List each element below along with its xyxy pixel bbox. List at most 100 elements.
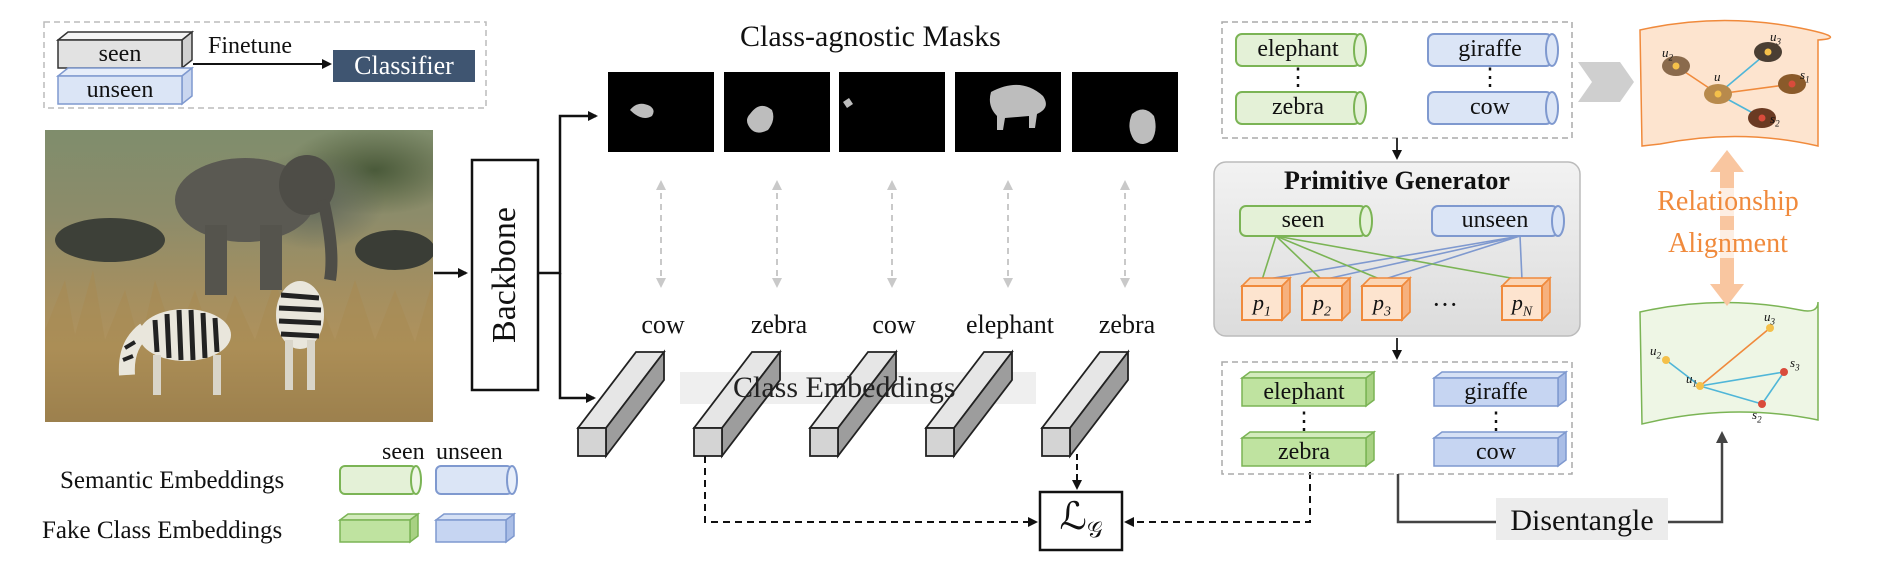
mask-object-4: [989, 84, 1046, 130]
bottom-graph-label-3-letter: u: [1764, 309, 1771, 324]
primitive-symbol-3: p: [1373, 290, 1384, 315]
photo-buffalo-right: [355, 230, 433, 270]
pg-unseen-cylinder: [1431, 205, 1565, 237]
mask-2: [724, 72, 830, 152]
emb-fake-unseen-2: [1431, 430, 1569, 468]
primitive-generator: [1239, 205, 1565, 322]
pg-unseen-link-4: [1519, 235, 1523, 281]
bottom-graph-edge-2: [1699, 327, 1771, 387]
class-embedding-bar-3: [808, 349, 898, 459]
emb-top-seen-2-cap: [1353, 91, 1367, 125]
bar-front-face-1: [577, 427, 607, 457]
primitive-subscript-4: N: [1522, 304, 1533, 320]
primitive-1: [1240, 276, 1292, 322]
emb-fake-seen-1-top: [1239, 371, 1377, 379]
emb-top-unseen-2: [1427, 91, 1559, 125]
primitive-front-2: [1301, 285, 1343, 321]
primitive-subscript-2: 2: [1324, 304, 1331, 320]
top-graph-label-1: u2: [1662, 46, 1673, 63]
mask-object-5: [1129, 109, 1156, 144]
bottom-graph-label-5-letter: s: [1752, 407, 1758, 422]
disentangle-label: Disentangle: [1510, 504, 1654, 537]
masks-group: [608, 72, 1178, 152]
class-embedding-bars: [576, 349, 1130, 459]
bottom-graph-label-2-letter: u: [1686, 371, 1693, 386]
backbone-to-embeddings-arrow: [558, 273, 596, 403]
bottom-graph-label-1-letter: u: [1650, 343, 1657, 358]
photo-elephant: [175, 155, 338, 295]
primitive-symbol-1: p: [1253, 290, 1264, 315]
emb-top-unseen-1: [1427, 33, 1559, 67]
class-label-1: cow: [641, 310, 685, 339]
top-graph-label-5: s2: [1770, 112, 1780, 129]
legend-fake-label: Fake Class Embeddings: [42, 517, 283, 544]
primitive-4: [1500, 276, 1552, 322]
backbone-to-masks-arrow: [538, 111, 598, 275]
legend-semantic-seen: [339, 465, 422, 495]
backbone-label: Backbone: [486, 207, 523, 343]
photo-grass: [45, 270, 433, 422]
primitive-subscript-3: 3: [1384, 304, 1391, 320]
emb-fake-seen-dots: ⋮: [1292, 409, 1316, 435]
disentangle-bg: [1496, 498, 1668, 540]
legend-semantic-unseen: [435, 465, 518, 495]
top-graph-label-5-sub: 2: [1775, 118, 1780, 129]
top-graph-label-4-letter: s: [1800, 67, 1806, 82]
top-graph-node-1: [1672, 62, 1680, 70]
loss-subscript: 𝒢: [1086, 517, 1103, 542]
bottom-graph-node-5: [1758, 400, 1766, 408]
top-embeddings: [1235, 33, 1559, 125]
bottom-graph-label-4: s3: [1790, 356, 1800, 373]
emb-fake-seen-2: [1239, 430, 1377, 468]
finetune-label: Finetune: [208, 33, 292, 59]
bar2-to-loss-arrow: [704, 456, 1038, 527]
class-embedding-bar-5: [1040, 349, 1130, 459]
emb-fake-seen-1-side: [1365, 370, 1375, 408]
bottom-graph-node-1: [1662, 356, 1670, 364]
primitive-side-1: [1281, 276, 1291, 322]
mask-1: [608, 72, 714, 152]
bottom-graph-edge-1: [1665, 359, 1701, 387]
bottom-graph-label-2-sub: 1: [1692, 378, 1698, 389]
classifier-label: Classifier: [354, 51, 454, 80]
bottom-graph-label-4-sub: 3: [1795, 362, 1800, 373]
classifier-box: [333, 50, 475, 82]
input-image: [45, 130, 433, 422]
bottom-graph-label-4-letter: s: [1790, 355, 1796, 370]
primitive-front-1: [1241, 285, 1283, 321]
pg-seen-cylinder: [1239, 205, 1373, 237]
legend-seen-label: seen: [98, 41, 142, 67]
bottom-graph-label-3: u3: [1764, 310, 1775, 327]
pg-unseen-link-3: [1381, 235, 1521, 281]
emb-top-seen-dots: ⋮: [1286, 65, 1310, 91]
pg-unseen-label: unseen: [1461, 207, 1529, 233]
class-embeddings-label: Class Embeddings: [733, 371, 956, 404]
legend-fake-unseen: [433, 512, 517, 544]
primitive-label-2: p2: [1302, 292, 1342, 319]
top-graph-label-1-letter: u: [1662, 45, 1669, 60]
mask-3: [839, 72, 945, 152]
photo-zebra-left: [118, 309, 231, 395]
loss-box: [1038, 490, 1124, 552]
emb-top-unseen-label-1: giraffe: [1458, 36, 1522, 62]
emb-top-seen-1: [1235, 33, 1367, 67]
primitive-ellipsis: ···: [1432, 290, 1458, 319]
backbone-box: [470, 158, 540, 392]
top-graph-node-3: [1764, 48, 1772, 56]
top-graph-label-3-letter: u: [1770, 29, 1777, 44]
legend-bottom-seen: seen: [382, 439, 425, 465]
bottom-graph-node-4: [1780, 368, 1788, 376]
top-graph-label-2-letter: u: [1714, 69, 1721, 84]
bottom-graph-edge-5: [1761, 371, 1785, 405]
fake-to-loss-arrow: [1124, 472, 1311, 527]
bar-front-face-3: [809, 427, 839, 457]
pg-unseen-link-2: [1321, 235, 1521, 281]
bottom-graph-label-2: u1: [1686, 372, 1697, 389]
emb-top-unseen-label-2: cow: [1470, 94, 1510, 120]
primitive-label-4: pN: [1502, 292, 1542, 319]
masks-title: Class-agnostic Masks: [740, 20, 1001, 53]
emb-top-seen-label-1: elephant: [1257, 36, 1339, 62]
loss-label: ℒ𝒢: [1040, 498, 1122, 541]
to-graph-chevron: [1578, 62, 1634, 102]
